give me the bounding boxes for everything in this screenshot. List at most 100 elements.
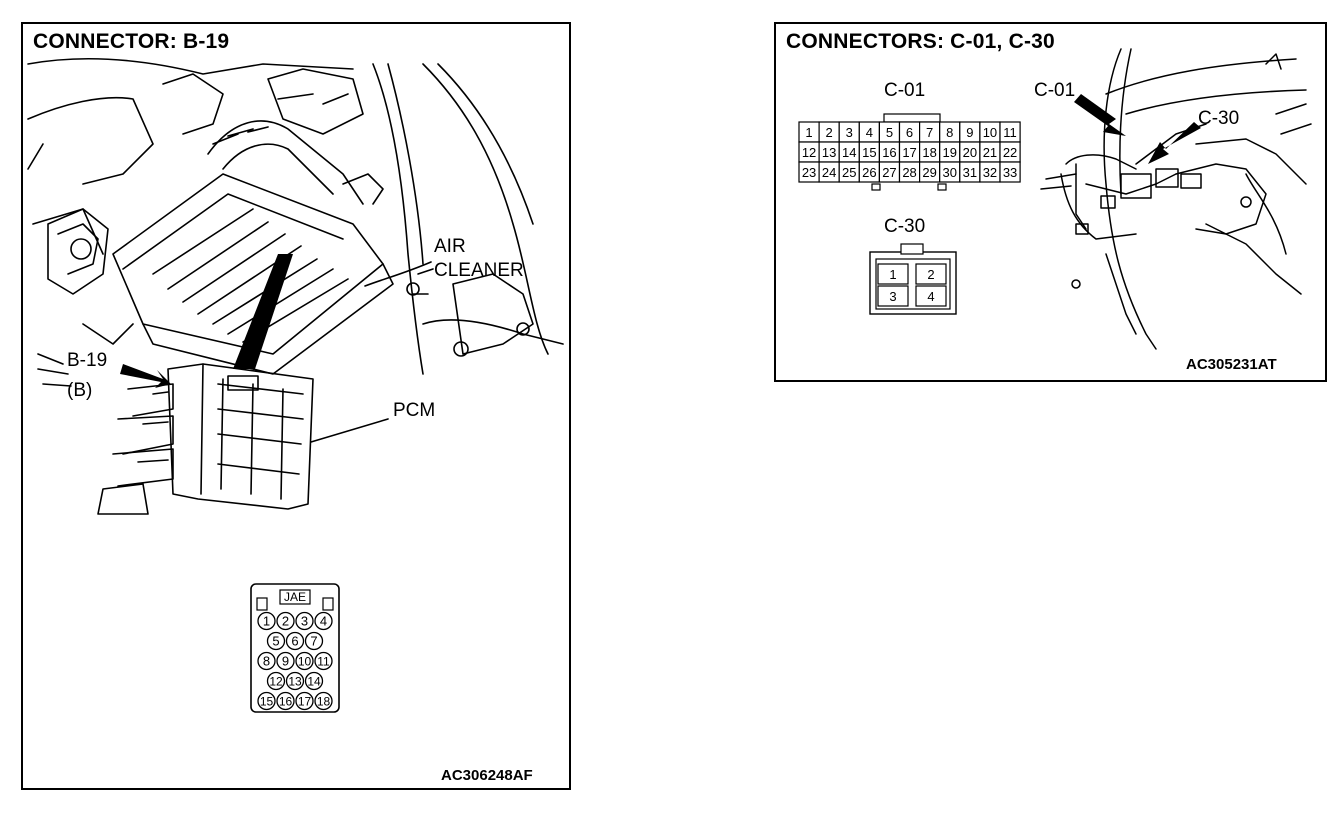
c01-pin-label: 7 bbox=[926, 125, 933, 140]
c30-face-label: C-30 bbox=[884, 216, 926, 237]
b19-pin-label: 16 bbox=[279, 695, 293, 709]
arrow-b19 bbox=[120, 364, 171, 388]
c01-pin-label: 14 bbox=[842, 145, 856, 160]
b19-pin-1 bbox=[257, 611, 276, 631]
b19-pin-label: 14 bbox=[307, 675, 321, 689]
c01-pin-label: 26 bbox=[862, 165, 876, 180]
c01-pin-label: 8 bbox=[946, 125, 953, 140]
c01-pin-label: 16 bbox=[882, 145, 896, 160]
c01-pin-33 bbox=[999, 161, 1021, 183]
jae-label: JAE bbox=[284, 590, 306, 604]
c30-pin-1 bbox=[877, 263, 909, 285]
b19-pin-label: 4 bbox=[320, 614, 327, 629]
c01-pin-label: 27 bbox=[882, 165, 896, 180]
b19-pin-label: 7 bbox=[310, 634, 317, 649]
c01-pin-label: 29 bbox=[922, 165, 936, 180]
b19-pin-15 bbox=[257, 691, 276, 711]
connector-c01-c30-panel: CONNECTORS: C-01, C-30 C-01 C-30 C-01 C-… bbox=[774, 22, 1327, 382]
c01-pin-label: 6 bbox=[906, 125, 913, 140]
b19-pin-18 bbox=[314, 691, 333, 711]
c01-pin-label: 28 bbox=[902, 165, 916, 180]
c01-pin-label: 20 bbox=[963, 145, 977, 160]
b19-pin-14 bbox=[304, 671, 324, 691]
c01-pin-label: 23 bbox=[802, 165, 816, 180]
b19-pin-10 bbox=[295, 651, 314, 671]
b19-pin-label: 8 bbox=[263, 654, 270, 669]
b19-pin-label: 12 bbox=[269, 675, 283, 689]
photo-label-c01: C-01 bbox=[1034, 80, 1076, 101]
c01-pin-label: 22 bbox=[1003, 145, 1017, 160]
c30-pin-4 bbox=[915, 285, 947, 307]
b19-pin-2 bbox=[276, 611, 295, 631]
b19-pin-4 bbox=[314, 611, 333, 631]
b19-pin-label: 9 bbox=[282, 654, 289, 669]
b19-pin-label: 3 bbox=[301, 614, 308, 629]
label-b19: B-19 bbox=[67, 350, 108, 371]
c01-pin-label: 9 bbox=[966, 125, 973, 140]
b19-pin-7 bbox=[304, 631, 324, 651]
c01-pin-label: 12 bbox=[802, 145, 816, 160]
c01-pin-label: 21 bbox=[983, 145, 997, 160]
c01-pin-label: 4 bbox=[866, 125, 873, 140]
c01-pin-label: 31 bbox=[963, 165, 977, 180]
c30-pin-label: 4 bbox=[927, 289, 934, 304]
c01-pin-label: 18 bbox=[922, 145, 936, 160]
b19-pin-label: 2 bbox=[282, 614, 289, 629]
c30-connector-face: 1 2 3 4 bbox=[869, 243, 957, 315]
b19-pin-9 bbox=[276, 651, 295, 671]
dash-harness-drawing bbox=[1040, 48, 1312, 350]
b19-pin-5 bbox=[266, 631, 286, 651]
c01-pin-label: 5 bbox=[886, 125, 893, 140]
label-cleaner: CLEANER bbox=[434, 260, 524, 281]
b19-pin-label: 13 bbox=[288, 675, 302, 689]
figure-id-c: AC305231AT bbox=[1186, 356, 1277, 373]
leader-pointer-pcm bbox=[233, 254, 293, 369]
photo-label-c30: C-30 bbox=[1198, 108, 1240, 129]
c01-pin-label: 30 bbox=[943, 165, 957, 180]
arrow-c30 bbox=[1148, 122, 1201, 164]
c01-pin-label: 1 bbox=[805, 125, 812, 140]
connector-b19-panel: CONNECTOR: B-19 bbox=[21, 22, 571, 790]
b19-pin-label: 18 bbox=[317, 695, 331, 709]
c01-pin-label: 19 bbox=[943, 145, 957, 160]
c01-pin-label: 15 bbox=[862, 145, 876, 160]
figure-id-b19: AC306248AF bbox=[441, 767, 533, 784]
label-b19-sub: (B) bbox=[67, 380, 93, 401]
c01-pin-label: 24 bbox=[822, 165, 836, 180]
arrow-c01 bbox=[1074, 94, 1126, 136]
b19-pin-label: 17 bbox=[298, 695, 312, 709]
b19-pin-17 bbox=[295, 691, 314, 711]
c30-pin-2 bbox=[915, 263, 947, 285]
b19-pin-label: 10 bbox=[298, 655, 312, 669]
c01-pin-label: 10 bbox=[983, 125, 997, 140]
label-pcm: PCM bbox=[393, 400, 436, 421]
b19-pin-12 bbox=[266, 671, 286, 691]
panel-title-b19: CONNECTOR: B-19 bbox=[33, 30, 230, 53]
c30-pin-3 bbox=[877, 285, 909, 307]
b19-pin-label: 6 bbox=[291, 634, 298, 649]
b19-pin-label: 15 bbox=[260, 695, 274, 709]
c30-pin-label: 1 bbox=[889, 267, 896, 282]
c01-pin-label: 32 bbox=[983, 165, 997, 180]
b19-pin-8 bbox=[257, 651, 276, 671]
b19-pin-label: 5 bbox=[272, 634, 279, 649]
c30-pin-label: 2 bbox=[927, 267, 934, 282]
b19-pin-6 bbox=[285, 631, 305, 651]
b19-pin-16 bbox=[276, 691, 295, 711]
c01-pin-label: 2 bbox=[826, 125, 833, 140]
b19-pin-label: 1 bbox=[263, 614, 270, 629]
c01-pin-label: 17 bbox=[902, 145, 916, 160]
c01-face-label: C-01 bbox=[884, 80, 926, 101]
b19-pin-11 bbox=[314, 651, 333, 671]
b19-pin-3 bbox=[295, 611, 314, 631]
c30-pin-label: 3 bbox=[889, 289, 896, 304]
b19-pin-13 bbox=[285, 671, 305, 691]
c01-pin-label: 33 bbox=[1003, 165, 1017, 180]
c01-pin-label: 11 bbox=[1003, 125, 1017, 140]
panel-title-c: CONNECTORS: C-01, C-30 bbox=[786, 30, 1055, 53]
label-air: AIR bbox=[434, 236, 466, 257]
c01-pin-label: 3 bbox=[846, 125, 853, 140]
